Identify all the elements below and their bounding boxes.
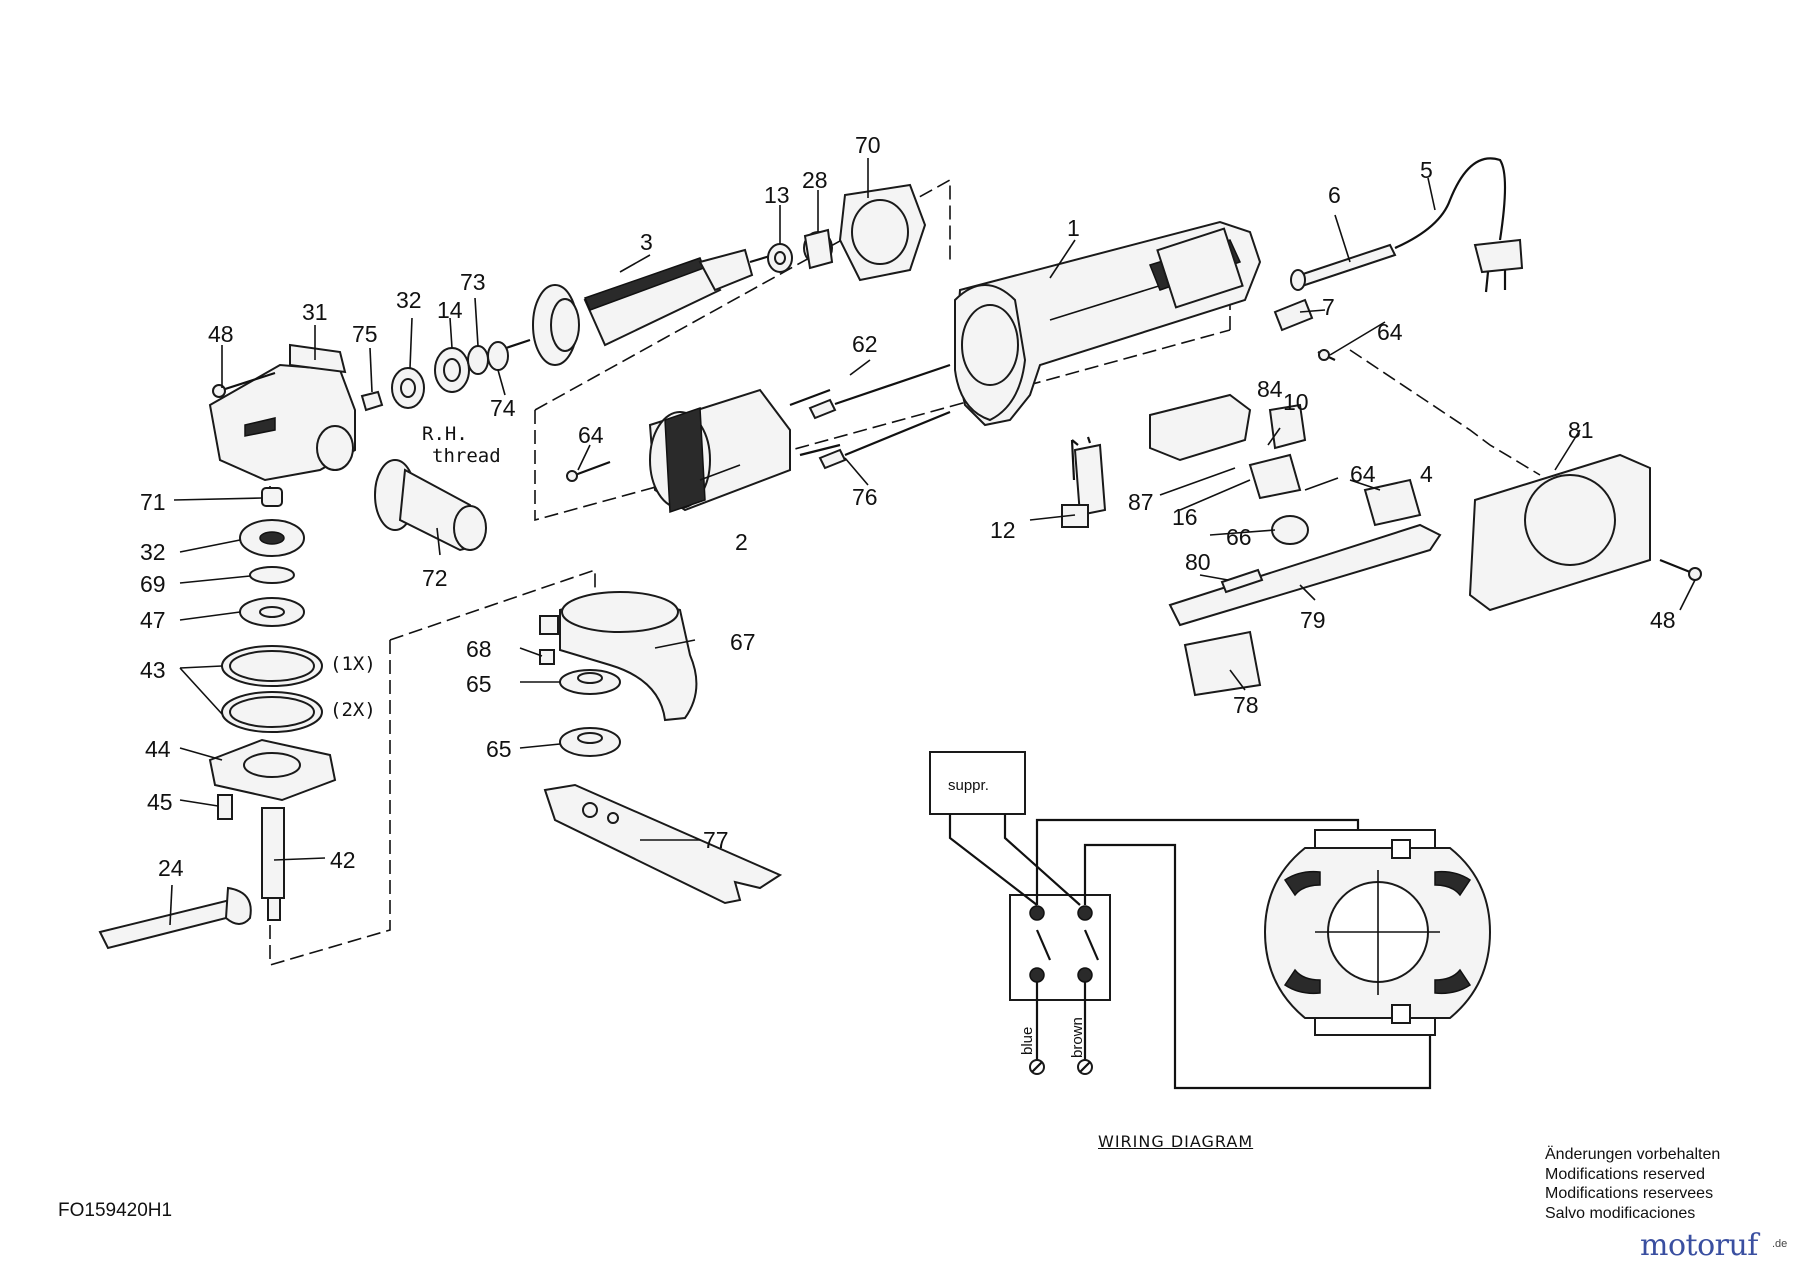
part-number: 32 xyxy=(396,287,422,313)
part-number: 67 xyxy=(730,629,756,655)
part-number: 70 xyxy=(855,132,881,158)
part-number: 73 xyxy=(460,269,486,295)
part-numbers: 1 2 3 4 5 6 7 10 12 13 14 16 24 28 31 32… xyxy=(140,132,1676,881)
part-number: 62 xyxy=(852,331,878,357)
part-number: 64 xyxy=(1350,461,1376,487)
part-number: 77 xyxy=(703,827,729,853)
brand-logo: motoruf xyxy=(1640,1228,1758,1263)
screw-64-left xyxy=(566,460,611,482)
part-number: 13 xyxy=(764,182,790,208)
side-handle xyxy=(374,459,487,552)
part-number: 42 xyxy=(330,847,356,873)
brush-leads xyxy=(808,363,951,470)
part-number: 44 xyxy=(145,736,171,762)
qty-2x-note: (2X) xyxy=(330,699,376,721)
brand-tld: .de xyxy=(1772,1238,1788,1250)
part-number: 47 xyxy=(140,607,166,633)
switch-assembly xyxy=(1071,393,1442,697)
part-number: 24 xyxy=(158,855,184,881)
power-cable xyxy=(1290,157,1524,293)
part-number: 2 xyxy=(735,529,748,555)
part-number: 65 xyxy=(486,736,512,762)
diagram-code: FO159420H1 xyxy=(58,1200,173,1221)
modifications-line: Modifications reservees xyxy=(1545,1185,1714,1202)
part-number: 80 xyxy=(1185,549,1211,575)
part-number: 45 xyxy=(147,789,173,815)
part-number: 69 xyxy=(140,571,166,597)
armature xyxy=(499,248,771,366)
part-number: 72 xyxy=(422,565,448,591)
part-number: 10 xyxy=(1283,389,1309,415)
part-number: 78 xyxy=(1233,692,1259,718)
guard-assembly xyxy=(539,591,783,905)
part-number: 71 xyxy=(140,489,166,515)
modifications-line: Änderungen vorbehalten xyxy=(1545,1146,1721,1163)
part-number: 48 xyxy=(208,321,234,347)
part-number: 28 xyxy=(802,167,828,193)
qty-1x-note: (1X) xyxy=(330,653,376,675)
stator xyxy=(648,388,841,514)
part-number: 64 xyxy=(578,422,604,448)
brown-wire-label: brown xyxy=(1069,1017,1086,1058)
part-number: 84 xyxy=(1257,376,1283,402)
blue-wire-label: blue xyxy=(1019,1027,1036,1055)
part-number: 65 xyxy=(466,671,492,697)
assembly-notes: R.H. thread (1X) (2X) xyxy=(330,423,501,721)
spindle-stack xyxy=(98,487,337,950)
part-number: 43 xyxy=(140,657,166,683)
gear-head xyxy=(208,343,356,482)
part-number: 4 xyxy=(1420,461,1433,487)
part-number: 75 xyxy=(352,321,378,347)
leader-lines xyxy=(169,158,1696,926)
suppressor-label: suppr. xyxy=(948,777,989,794)
part-number: 87 xyxy=(1128,489,1154,515)
motor-housing xyxy=(953,220,1262,427)
part-number: 31 xyxy=(302,299,328,325)
part-number: 76 xyxy=(852,484,878,510)
part-number: 7 xyxy=(1322,294,1335,320)
pinion-set xyxy=(360,341,509,412)
thread-note: thread xyxy=(432,445,501,467)
part-number: 64 xyxy=(1377,319,1403,345)
strain-relief xyxy=(1273,298,1336,361)
part-number: 1 xyxy=(1067,215,1080,241)
part-number: 14 xyxy=(437,297,463,323)
part-number: 81 xyxy=(1568,417,1594,443)
part-number: 3 xyxy=(640,229,653,255)
modifications-notice: Änderungen vorbehalten Modifications res… xyxy=(1545,1145,1720,1223)
bearings-13-28 xyxy=(767,228,834,273)
part-number: 6 xyxy=(1328,182,1341,208)
modifications-line: Modifications reserved xyxy=(1545,1165,1706,1183)
fan-baffle xyxy=(838,183,927,282)
part-number: 12 xyxy=(990,517,1016,543)
part-number: 48 xyxy=(1650,607,1676,633)
wiring-diagram-title: WIRING DIAGRAM xyxy=(1098,1132,1254,1151)
rear-cover xyxy=(1468,453,1651,612)
screw-48-right xyxy=(1659,558,1702,581)
modifications-line: Salvo modificaciones xyxy=(1545,1204,1696,1222)
part-number: 5 xyxy=(1420,157,1433,183)
rh-note: R.H. xyxy=(422,423,468,445)
part-number: 79 xyxy=(1300,607,1326,633)
part-number: 74 xyxy=(490,395,516,421)
part-number: 66 xyxy=(1226,524,1252,550)
part-number: 68 xyxy=(466,636,492,662)
wiring-diagram: suppr. blue brown xyxy=(929,751,1492,1090)
part-number: 32 xyxy=(140,539,166,565)
part-number: 16 xyxy=(1172,504,1198,530)
